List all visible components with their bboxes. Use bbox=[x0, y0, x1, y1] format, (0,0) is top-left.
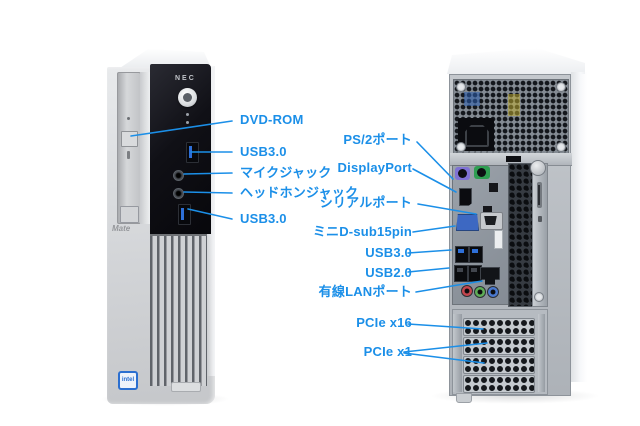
pcie-x16-slot-cover bbox=[463, 318, 535, 336]
callout-label-lan: 有線LANポート bbox=[318, 284, 412, 299]
psu-screw bbox=[556, 142, 566, 152]
psu-screw bbox=[556, 82, 566, 92]
desktop-rear-view bbox=[445, 48, 587, 404]
audio-mic-jack bbox=[487, 286, 499, 298]
bracket-slot bbox=[537, 182, 542, 208]
mate-logo: Mate bbox=[112, 224, 131, 233]
divider-notch bbox=[506, 156, 521, 162]
ps2-keyboard-port bbox=[455, 167, 470, 180]
psu-label-blue bbox=[464, 92, 480, 106]
audio-line-out-jack bbox=[474, 286, 486, 298]
case-side-highlight bbox=[207, 66, 215, 376]
desktop-front-view: NEC Mate intel bbox=[105, 48, 217, 404]
callout-label-pcie-x1: PCIe x1 bbox=[363, 344, 412, 359]
callout-label-mini-dsub15: ミニD-sub15pin bbox=[312, 224, 412, 239]
callout-label-rear-usb2: USB2.0 bbox=[365, 265, 412, 280]
blank-connector bbox=[483, 206, 492, 213]
fan-vent-honeycomb bbox=[508, 163, 533, 307]
model-label bbox=[171, 382, 201, 392]
serial-port bbox=[480, 212, 503, 230]
headphone-jack bbox=[173, 188, 184, 199]
slot-rail-right bbox=[538, 314, 545, 392]
nec-logo: NEC bbox=[175, 75, 196, 82]
callout-label-front-usb3-top: USB3.0 bbox=[240, 144, 287, 159]
psu-screw bbox=[456, 82, 466, 92]
pcie-x1-slot-cover bbox=[463, 356, 535, 374]
drive-bay-lower-latch bbox=[120, 206, 139, 223]
callout-label-rear-usb3: USB3.0 bbox=[365, 245, 412, 260]
displayport-port bbox=[459, 188, 472, 206]
case-foot bbox=[456, 393, 472, 403]
ps2-mouse-port bbox=[474, 166, 490, 179]
rear-usb3-port bbox=[469, 246, 483, 263]
thumbscrew bbox=[530, 160, 546, 176]
callout-label-front-usb3-bottom: USB3.0 bbox=[240, 211, 287, 226]
pcie-slot-cover bbox=[463, 375, 535, 393]
intel-sticker: intel bbox=[118, 371, 138, 390]
slot-rail-left bbox=[453, 314, 462, 392]
callout-label-serial: シリアルポート bbox=[319, 195, 412, 210]
drive-emergency-hole bbox=[127, 151, 130, 159]
front-vent-grille bbox=[150, 234, 207, 386]
rear-usb3-port bbox=[455, 246, 469, 263]
bracket-hole bbox=[538, 216, 542, 222]
callout-label-pcie-x16: PCIe x16 bbox=[356, 315, 412, 330]
case-side-rear bbox=[571, 72, 587, 382]
psu-label-yellow bbox=[508, 94, 520, 116]
audio-line-in-jack bbox=[461, 285, 473, 297]
mic-jack bbox=[173, 170, 184, 181]
io-sticker bbox=[494, 230, 503, 249]
rear-usb2-port bbox=[454, 265, 468, 282]
power-button bbox=[178, 88, 197, 107]
rear-panel bbox=[449, 74, 572, 403]
bracket-screw bbox=[534, 292, 544, 302]
callout-label-displayport: DisplayPort bbox=[337, 160, 412, 175]
callout-label-dvd-rom: DVD-ROM bbox=[240, 112, 304, 127]
power-led bbox=[186, 113, 189, 116]
psu-screw bbox=[456, 142, 466, 152]
drive-led-dot bbox=[127, 117, 130, 120]
blank-connector bbox=[489, 183, 498, 192]
callout-label-ps2: PS/2ポート bbox=[343, 132, 412, 147]
callout-label-headphone-jack: ヘッドホンジャック bbox=[240, 185, 359, 200]
side-bracket bbox=[530, 160, 548, 307]
lan-port bbox=[480, 267, 500, 285]
callout-label-mic-jack: マイクジャック bbox=[240, 165, 332, 180]
front-bezel-gap bbox=[140, 72, 150, 224]
disk-led bbox=[186, 121, 189, 124]
